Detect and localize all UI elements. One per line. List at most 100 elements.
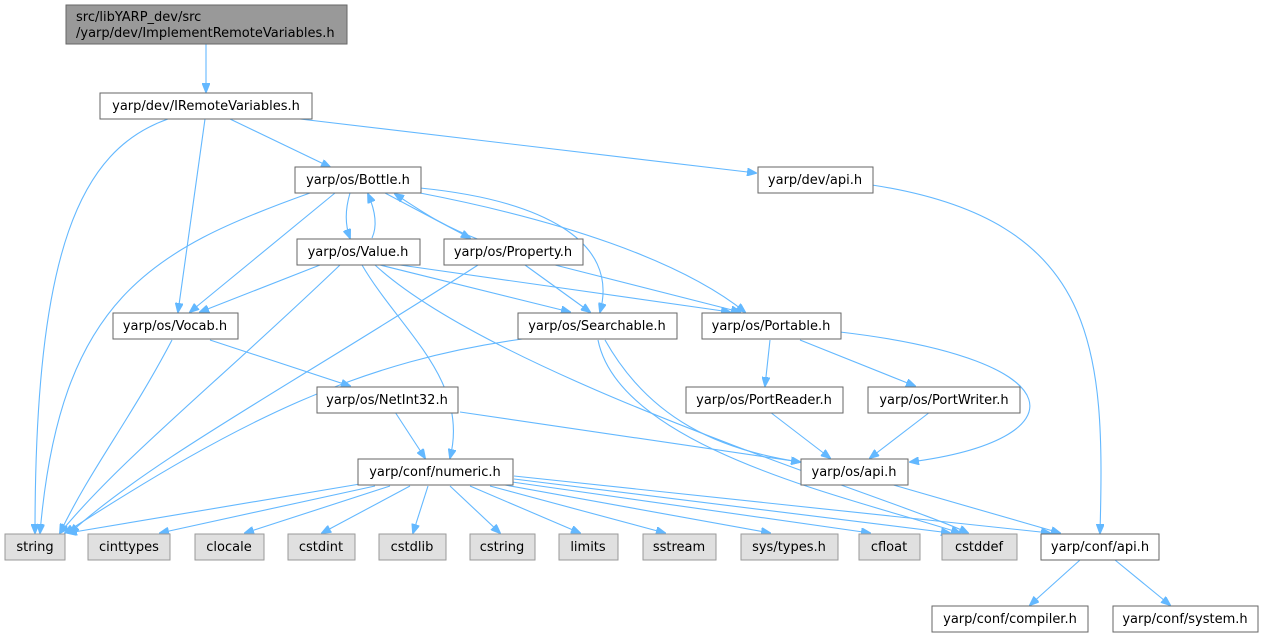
node-cstddef-label: cstddef — [955, 540, 1004, 555]
node-sstream-label: sstream — [653, 540, 705, 555]
edge-vocab-netint — [209, 339, 350, 386]
node-portwriter[interactable]: yarp/os/PortWriter.h — [867, 386, 1021, 414]
node-root[interactable]: src/libYARP_dev/src /yarp/dev/ImplementR… — [65, 4, 348, 45]
node-cstring-label: cstring — [480, 540, 524, 555]
node-string[interactable]: string — [4, 533, 66, 561]
edges — [35, 44, 1170, 605]
node-cstdlib[interactable]: cstdlib — [378, 533, 447, 561]
edge-numeric-clocale — [245, 485, 391, 533]
node-cfloat-label: cfloat — [871, 540, 907, 555]
edge-numeric-cstring — [449, 485, 500, 533]
edge-iremote-devapi — [299, 118, 756, 173]
node-cstring[interactable]: cstring — [469, 533, 536, 561]
node-numeric[interactable]: yarp/conf/numeric.h — [357, 458, 514, 486]
edge-numeric-cstddef — [513, 478, 950, 533]
edge-numeric-string — [68, 483, 361, 533]
node-netint[interactable]: yarp/os/NetInt32.h — [316, 386, 459, 414]
node-system-label: yarp/conf/system.h — [1122, 612, 1247, 627]
node-cstddef[interactable]: cstddef — [941, 533, 1018, 561]
node-confapi[interactable]: yarp/conf/api.h — [1040, 533, 1160, 561]
node-devapi-label: yarp/dev/api.h — [768, 173, 862, 188]
node-limits-label: limits — [570, 540, 606, 555]
edge-value-portable — [399, 264, 730, 312]
edge-searchable-osapi — [604, 339, 800, 462]
edge-portable-portreader — [765, 339, 771, 386]
node-confapi-label: yarp/conf/api.h — [1051, 540, 1149, 555]
node-clocale-label: clocale — [206, 540, 251, 555]
edge-bottle-vocab — [190, 192, 336, 312]
edge-iremote-string — [35, 118, 169, 533]
edge-value-numeric — [361, 264, 454, 458]
node-compiler-label: yarp/conf/compiler.h — [943, 612, 1077, 627]
node-property[interactable]: yarp/os/Property.h — [443, 238, 584, 266]
edge-iremote-bottle — [229, 118, 330, 167]
edge-numeric-sstream — [489, 485, 665, 533]
edge-numeric-cstdint — [322, 485, 411, 533]
node-numeric-label: yarp/conf/numeric.h — [369, 465, 501, 480]
edge-devapi-confapi — [871, 184, 1101, 533]
edge-property-string — [70, 264, 479, 533]
edge-numeric-cstdlib — [413, 485, 429, 533]
node-systypes-label: sys/types.h — [752, 540, 826, 555]
node-cfloat[interactable]: cfloat — [858, 533, 921, 561]
node-cstdlib-label: cstdlib — [391, 540, 434, 555]
edge-portable-portwriter — [799, 339, 915, 386]
edge-bottle-property — [384, 192, 470, 238]
node-portreader[interactable]: yarp/os/PortReader.h — [685, 386, 844, 414]
edge-portreader-osapi — [769, 411, 830, 458]
node-iremote[interactable]: yarp/dev/IRemoteVariables.h — [99, 92, 313, 120]
node-portable-label: yarp/os/Portable.h — [712, 319, 831, 334]
edge-value-vocab — [200, 264, 321, 312]
edge-numeric-cfloat — [511, 481, 870, 533]
node-searchable-label: yarp/os/Searchable.h — [528, 319, 666, 334]
edge-numeric-limits — [469, 485, 580, 533]
node-root-line2: /yarp/dev/ImplementRemoteVariables.h — [76, 26, 335, 41]
node-osapi-label: yarp/os/api.h — [812, 465, 897, 480]
node-portreader-label: yarp/os/PortReader.h — [696, 393, 832, 408]
edge-netint-osapi — [459, 411, 800, 462]
edge-numeric-systypes — [504, 484, 770, 533]
node-bottle-label: yarp/os/Bottle.h — [306, 173, 410, 188]
edge-confapi-system — [1114, 559, 1170, 605]
node-systypes[interactable]: sys/types.h — [740, 533, 839, 561]
edge-numeric-cinttypes — [160, 485, 376, 533]
node-limits[interactable]: limits — [558, 533, 619, 561]
edge-numeric-confapi — [513, 475, 1050, 533]
node-cstdint[interactable]: cstdint — [287, 533, 356, 561]
nodes: src/libYARP_dev/src /yarp/dev/ImplementR… — [4, 4, 1259, 633]
edge-confapi-compiler — [1030, 559, 1081, 605]
node-compiler[interactable]: yarp/conf/compiler.h — [931, 605, 1089, 633]
node-string-label: string — [16, 540, 53, 555]
node-sstream[interactable]: sstream — [642, 533, 717, 561]
node-property-label: yarp/os/Property.h — [454, 245, 572, 260]
edge-vocab-string — [60, 339, 173, 533]
edge-bottle-portable — [419, 192, 745, 312]
edge-bottle-string — [40, 192, 311, 533]
node-cstdint-label: cstdint — [299, 540, 343, 555]
node-osapi[interactable]: yarp/os/api.h — [800, 458, 909, 486]
node-vocab-label: yarp/os/Vocab.h — [123, 319, 227, 334]
edge-portable-osapi — [839, 331, 1031, 462]
node-portwriter-label: yarp/os/PortWriter.h — [879, 393, 1008, 408]
node-vocab[interactable]: yarp/os/Vocab.h — [112, 312, 239, 340]
edge-osapi-confapi — [889, 483, 1060, 533]
node-devapi[interactable]: yarp/dev/api.h — [757, 166, 874, 194]
node-portable[interactable]: yarp/os/Portable.h — [701, 312, 842, 340]
node-bottle[interactable]: yarp/os/Bottle.h — [294, 166, 422, 194]
node-iremote-label: yarp/dev/IRemoteVariables.h — [112, 99, 300, 114]
node-system[interactable]: yarp/conf/system.h — [1112, 605, 1259, 633]
node-clocale[interactable]: clocale — [194, 533, 265, 561]
edge-property-searchable — [524, 264, 590, 312]
node-value-label: yarp/os/Value.h — [308, 245, 409, 260]
edge-property-bottle — [395, 194, 481, 241]
edge-searchable-string — [65, 337, 531, 533]
node-searchable[interactable]: yarp/os/Searchable.h — [517, 312, 678, 340]
node-cinttypes-label: cinttypes — [99, 540, 159, 555]
node-value[interactable]: yarp/os/Value.h — [296, 238, 421, 266]
node-cinttypes[interactable]: cinttypes — [87, 533, 171, 561]
edge-value-searchable — [379, 264, 570, 312]
node-root-line1: src/libYARP_dev/src — [76, 10, 201, 25]
edge-value-bottle — [368, 194, 376, 239]
edge-value-string — [60, 264, 341, 533]
